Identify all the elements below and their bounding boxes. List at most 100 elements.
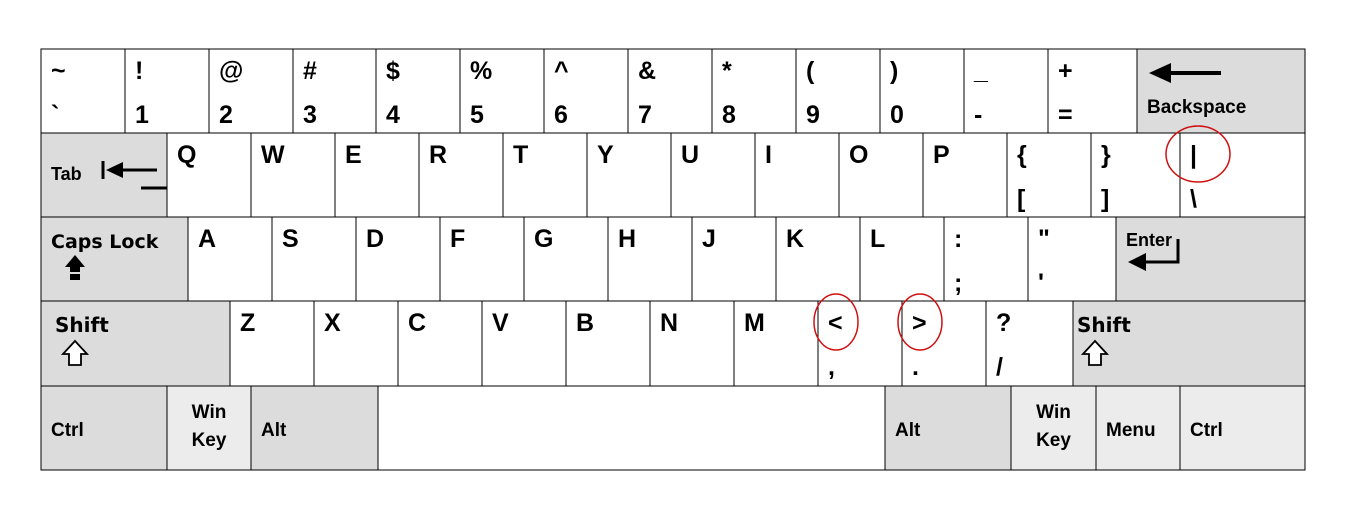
key-h[interactable]: H (607, 216, 693, 302)
key-rctrl[interactable]: Ctrl (1179, 385, 1306, 471)
key-cap (985, 300, 1074, 387)
key-c[interactable]: C (397, 300, 483, 387)
key-z[interactable]: Z (229, 300, 315, 387)
key-p[interactable]: P (922, 132, 1008, 218)
highlight-circle (1165, 125, 1231, 183)
key-s[interactable]: S (271, 216, 357, 302)
key-label: Ctrl (51, 420, 84, 441)
key-bottom-legend: 1 (135, 101, 149, 129)
key-j[interactable]: J (691, 216, 777, 302)
key-6[interactable]: ^6 (543, 48, 629, 134)
key-cap (271, 216, 357, 302)
shift-arrow-icon (1080, 339, 1110, 366)
key-top-legend: @ (219, 57, 243, 85)
key-cap (586, 132, 672, 218)
key-backspace[interactable]: Backspace (1136, 48, 1306, 134)
key-1[interactable]: !1 (124, 48, 210, 134)
key-lctrl[interactable]: Ctrl (40, 385, 168, 471)
key-d[interactable]: D (355, 216, 441, 302)
key-cap (375, 48, 461, 134)
key-8[interactable]: *8 (711, 48, 797, 134)
key-ralt[interactable]: Alt (884, 385, 1012, 471)
key-bottom-legend: [ (1017, 185, 1026, 213)
key-tilde[interactable]: ~` (40, 48, 126, 134)
key-9[interactable]: (9 (795, 48, 881, 134)
key-cap (859, 216, 945, 302)
key-quote[interactable]: "' (1027, 216, 1117, 302)
key-top-legend: U (681, 141, 699, 169)
key-semicolon[interactable]: :; (943, 216, 1029, 302)
key-cap (166, 385, 252, 471)
highlight-circle (897, 293, 943, 351)
key-3[interactable]: #3 (292, 48, 377, 134)
key-7[interactable]: &7 (627, 48, 713, 134)
key-top-legend: X (324, 309, 341, 337)
key-enter[interactable]: Enter (1115, 216, 1306, 302)
key-top-legend: | (1190, 141, 1197, 169)
key-q[interactable]: Q (166, 132, 252, 218)
key-rbracket[interactable]: }] (1090, 132, 1181, 218)
key-i[interactable]: I (754, 132, 840, 218)
key-top-legend: G (534, 225, 553, 253)
key-cap (733, 300, 819, 387)
key-x[interactable]: X (313, 300, 399, 387)
key-top-legend: : (954, 225, 962, 253)
key-k[interactable]: K (775, 216, 861, 302)
key-menu[interactable]: Menu (1095, 385, 1181, 471)
key-top-legend: ? (996, 309, 1011, 337)
key-r[interactable]: R (418, 132, 504, 218)
key-u[interactable]: U (670, 132, 756, 218)
key-lbracket[interactable]: {[ (1006, 132, 1092, 218)
key-g[interactable]: G (523, 216, 609, 302)
key-top-legend: { (1017, 141, 1027, 169)
key-e[interactable]: E (334, 132, 420, 218)
key-top-legend: H (618, 225, 636, 253)
key-label: Ctrl (1190, 420, 1223, 441)
key-o[interactable]: O (838, 132, 924, 218)
key-l[interactable]: L (859, 216, 945, 302)
key-equals[interactable]: += (1047, 48, 1138, 134)
key-rshift[interactable]: Shift (1072, 300, 1306, 387)
key-lalt[interactable]: Alt (250, 385, 379, 471)
highlight-circle (813, 293, 859, 351)
key-lshift[interactable]: Shift (40, 300, 231, 387)
key-t[interactable]: T (502, 132, 588, 218)
key-v[interactable]: V (481, 300, 567, 387)
key-top-legend: C (408, 309, 426, 337)
key-cap (40, 385, 168, 471)
key-period[interactable]: >. (897, 293, 987, 387)
key-label: Caps Lock (51, 231, 159, 253)
key-top-legend: ! (135, 57, 143, 85)
key-comma[interactable]: <, (813, 293, 903, 387)
key-minus[interactable]: _- (963, 48, 1049, 134)
key-cap (229, 300, 315, 387)
key-2[interactable]: @2 (208, 48, 294, 134)
key-top-legend: * (722, 57, 732, 85)
key-y[interactable]: Y (586, 132, 672, 218)
key-top-legend: D (366, 225, 384, 253)
key-top-legend: Y (597, 141, 614, 169)
key-cap (1179, 132, 1306, 218)
key-a[interactable]: A (187, 216, 273, 302)
key-b[interactable]: B (565, 300, 651, 387)
key-tab[interactable]: Tab (40, 132, 197, 218)
key-f[interactable]: F (439, 216, 525, 302)
key-slash[interactable]: ?/ (985, 300, 1074, 387)
key-label: Shift (55, 313, 109, 337)
key-w[interactable]: W (250, 132, 336, 218)
key-4[interactable]: $4 (375, 48, 461, 134)
key-5[interactable]: %5 (459, 48, 545, 134)
key-bottom-legend: 8 (722, 101, 736, 129)
key-n[interactable]: N (649, 300, 735, 387)
key-0[interactable]: )0 (879, 48, 965, 134)
key-cap (313, 300, 399, 387)
key-top-legend: K (786, 225, 804, 253)
key-top-legend: < (828, 309, 843, 337)
key-capslock[interactable]: Caps Lock (40, 216, 189, 302)
caps-lock-icon (65, 255, 85, 280)
key-space[interactable] (377, 385, 886, 471)
key-m[interactable]: M (733, 300, 819, 387)
key-backslash[interactable]: |\ (1165, 125, 1306, 218)
